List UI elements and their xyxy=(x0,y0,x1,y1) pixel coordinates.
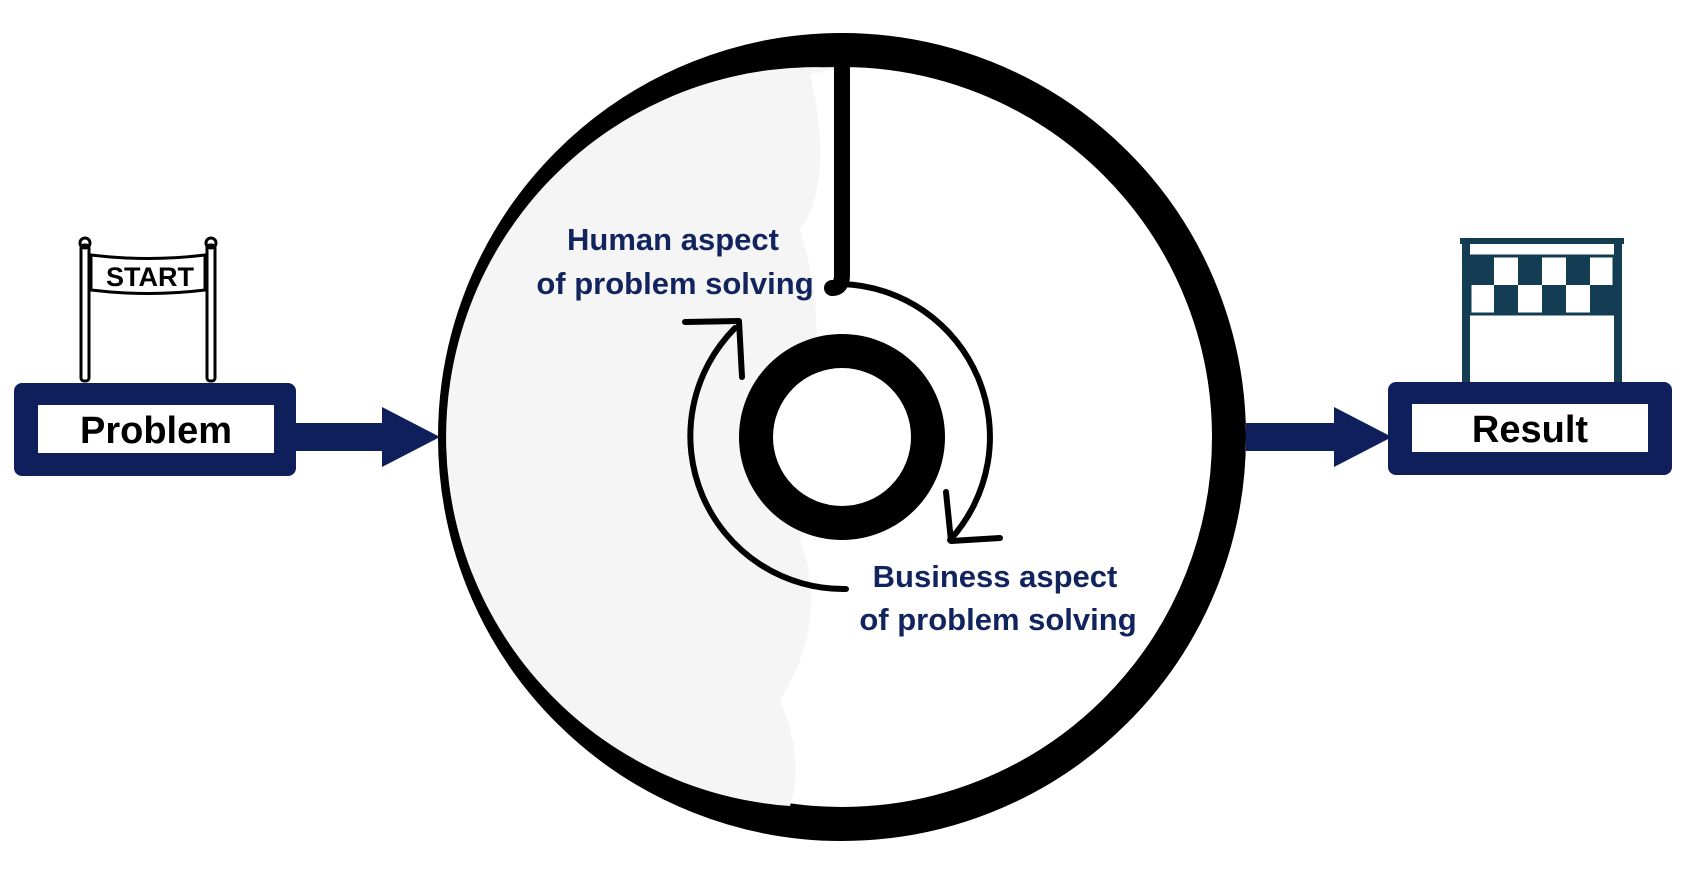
human-aspect-line1: Human aspect xyxy=(567,222,779,257)
human-aspect-line2: of problem solving xyxy=(536,266,813,301)
problem-box: Problem xyxy=(14,383,296,476)
business-aspect-line2: of problem solving xyxy=(859,602,1136,637)
result-label: Result xyxy=(1472,409,1588,451)
cycle-arrows-icon xyxy=(682,281,1003,593)
problem-label: Problem xyxy=(80,410,232,452)
business-aspect-line1: Business aspect xyxy=(873,559,1118,594)
checkered-finish-flag-icon xyxy=(1460,238,1624,382)
start-banner-icon: START xyxy=(78,236,218,383)
result-box: Result xyxy=(1388,382,1672,475)
arrow-to-result xyxy=(1246,407,1392,467)
start-sign-text: START xyxy=(106,262,194,292)
inner-ring xyxy=(739,334,945,540)
cycle-labels: Human aspect of problem solving Business… xyxy=(536,222,1136,637)
arrow-to-cycle xyxy=(296,407,440,467)
